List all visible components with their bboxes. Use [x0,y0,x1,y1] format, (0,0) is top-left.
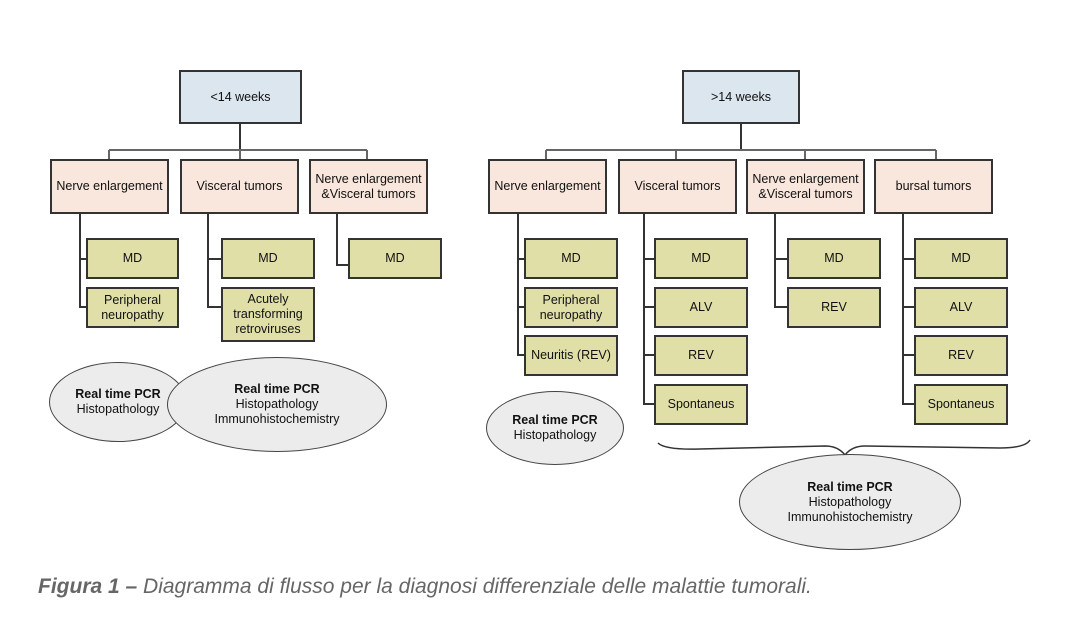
category-box: Nerve enlargement &Visceral tumors [746,159,865,214]
root-label: >14 weeks [710,89,772,104]
category-label: Nerve enlargement &Visceral tumors [315,171,422,201]
disease-box: Spontaneus [914,384,1008,425]
test-label: Histopathology [513,428,597,442]
disease-box: MD [221,238,315,279]
disease-label: Acutely transforming retroviruses [233,292,303,336]
disease-label: MD [561,251,581,265]
category-box: bursal tumors [874,159,993,214]
category-label: Nerve enlargement [56,179,163,193]
disease-box: Spontaneus [654,384,748,425]
category-label: Nerve enlargement &Visceral tumors [752,171,859,201]
category-box: Nerve enlargement &Visceral tumors [309,159,428,214]
disease-box: MD [86,238,179,279]
disease-label: Spontaneus [667,397,735,411]
test-ellipse: Real time PCR Histopathology [49,362,187,442]
category-label: Visceral tumors [634,179,721,193]
caption-text: Diagramma di flusso per la diagnosi diff… [137,575,812,598]
test-label: Immunohistochemistry [214,412,340,426]
disease-box: ALV [654,287,748,328]
disease-label: Peripheral neuropathy [539,292,603,322]
disease-label: Spontaneus [927,397,995,411]
category-box: Nerve enlargement [488,159,607,214]
disease-label: Peripheral neuropathy [101,292,164,322]
disease-label: REV [948,348,974,362]
disease-box: ALV [914,287,1008,328]
disease-box: MD [914,238,1008,279]
category-box: Visceral tumors [618,159,737,214]
disease-box: Peripheral neuropathy [86,287,179,328]
disease-label: Neuritis (REV) [531,348,611,362]
disease-box: REV [914,335,1008,376]
root-label: <14 weeks [210,89,271,104]
disease-box: REV [787,287,881,328]
test-label: Immunohistochemistry [787,509,913,524]
disease-label: MD [258,251,278,265]
figure-caption: Figura 1 – Diagramma di flusso per la di… [38,575,812,599]
disease-label: MD [691,251,711,265]
disease-label: MD [385,251,405,265]
category-box: Visceral tumors [180,159,299,214]
test-label: Histopathology [235,397,319,411]
disease-box: MD [348,238,442,279]
disease-label: REV [688,348,714,362]
test-ellipse: Real time PCR Histopathology Immunohisto… [167,357,387,452]
caption-label: Figura 1 – [38,575,138,598]
test-label: Real time PCR [75,387,161,401]
test-label: Real time PCR [807,479,893,494]
test-ellipse: Real time PCR Histopathology [486,391,624,465]
disease-box: MD [787,238,881,279]
test-label: Real time PCR [512,413,598,427]
category-label: Visceral tumors [196,179,283,193]
disease-label: MD [122,251,143,265]
disease-box: REV [654,335,748,376]
disease-box: Acutely transforming retroviruses [221,287,315,342]
disease-box: Peripheral neuropathy [524,287,618,328]
curly-brace [657,439,1031,457]
category-box: Nerve enlargement [50,159,169,214]
test-label: Histopathology [808,494,892,509]
test-label: Histopathology [76,402,160,416]
disease-label: ALV [689,300,713,314]
disease-label: MD [824,251,844,265]
test-label: Real time PCR [234,382,320,396]
disease-label: REV [821,300,847,314]
category-label: bursal tumors [895,179,972,193]
root-box-over-14-weeks: >14 weeks [682,70,800,124]
disease-label: MD [951,251,971,265]
test-ellipse: Real time PCR Histopathology Immunohisto… [739,454,961,550]
disease-label: ALV [949,300,973,314]
disease-box: Neuritis (REV) [524,335,618,376]
root-box-under-14-weeks: <14 weeks [179,70,302,124]
disease-box: MD [654,238,748,279]
disease-box: MD [524,238,618,279]
category-label: Nerve enlargement [494,179,601,193]
